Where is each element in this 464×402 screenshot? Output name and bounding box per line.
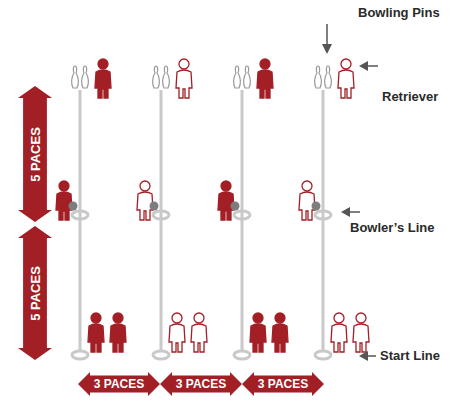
arrow-fill [160,372,242,396]
arrow-fill [242,372,324,396]
bowling-balls [69,202,321,211]
pace-arrow: 3 PACES [242,372,324,396]
pace-text: 5 PACES [29,266,42,321]
pace-text: 3 PACES [258,378,308,390]
arrow-fill [18,226,52,360]
callout-label: Bowling Pins [358,5,440,21]
arrow-fill [78,372,160,396]
pace-arrow: 5 PACES [18,86,52,222]
waiting-figures [88,313,369,352]
callout-label: Bowler’s Line [350,220,435,236]
pace-text: 3 PACES [176,378,226,390]
pace-text: 5 PACES [29,127,42,182]
callout-label: Start Line [380,348,440,364]
bowler-figures [56,181,315,220]
arrow-fill [18,86,52,222]
lane-lines [72,90,331,359]
pace-arrow: 3 PACES [160,372,242,396]
pace-arrow: 3 PACES [78,372,160,396]
pace-arrow: 5 PACES [18,226,52,360]
retriever-figures [95,59,354,98]
leader-arrows [322,24,378,361]
callout-label: Retriever [382,89,438,105]
pace-text: 3 PACES [94,378,144,390]
